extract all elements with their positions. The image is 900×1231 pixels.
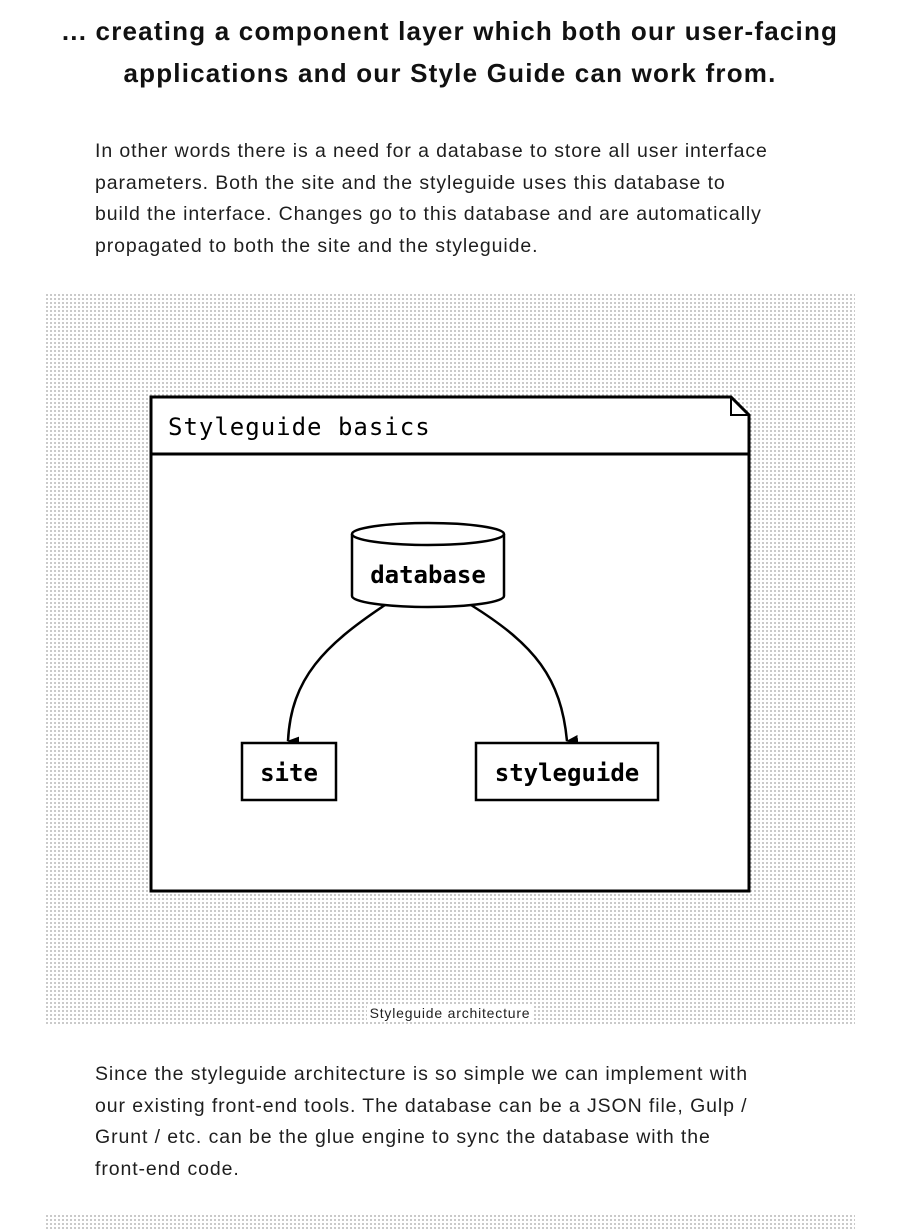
intro-line-4: propagated to both the site and the styl… [95,234,539,257]
followup-paragraph: Since the styleguide architecture is so … [95,1059,825,1185]
diagram-title: Styleguide basics [168,413,431,441]
styleguide-label: styleguide [495,759,640,787]
arrow-database-to-site [286,603,386,747]
figure-caption: Styleguide architecture [45,1004,855,1022]
followup-line-4: front-end code. [95,1157,240,1180]
followup-line-2: our existing front-end tools. The databa… [95,1094,748,1117]
headline-line-2: applications and our Style Guide can wor… [123,58,777,88]
site-node [240,741,338,802]
site-label: site [260,759,318,787]
section-headline: ... creating a component layer which bot… [0,10,900,94]
database-node [350,521,506,609]
headline-line-1: ... creating a component layer which bot… [61,16,839,46]
database-label: database [370,561,486,589]
followup-line-3: Grunt / etc. can be the glue engine to s… [95,1126,711,1148]
intro-paragraph: In other words there is a need for a dat… [95,136,825,262]
next-figure-edge [45,1214,855,1231]
architecture-figure: Styleguide basics database site stylegui… [45,293,855,1026]
figure-caption-text: Styleguide architecture [366,1005,534,1021]
styleguide-node [474,741,660,802]
architecture-diagram: Styleguide basics database site stylegui… [149,395,751,893]
intro-line-1: In other words there is a need for a dat… [95,140,768,162]
intro-line-2: parameters. Both the site and the styleg… [95,171,726,194]
arrow-database-to-styleguide [470,603,579,745]
diagram-frame [149,395,751,893]
followup-line-1: Since the styleguide architecture is so … [95,1063,748,1085]
intro-line-3: build the interface. Changes go to this … [95,203,762,225]
